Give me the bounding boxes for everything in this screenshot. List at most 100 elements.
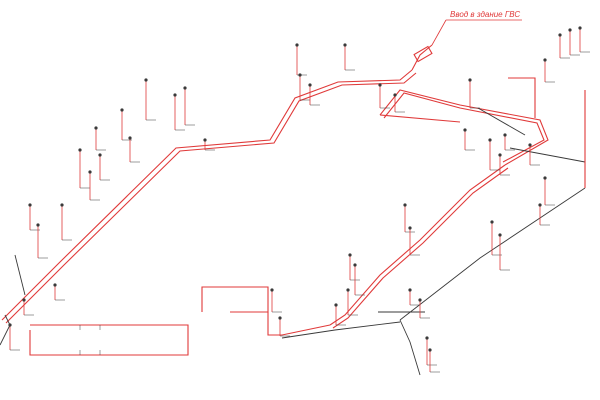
fixture-tap-icon bbox=[120, 108, 124, 112]
lower-trunk-pipe bbox=[329, 164, 509, 329]
fixture-riser bbox=[425, 336, 437, 366]
fixture-riser bbox=[98, 153, 110, 181]
fixture-tap-icon bbox=[144, 78, 148, 82]
fixture-riser bbox=[270, 288, 282, 313]
fixture-tap-icon bbox=[393, 93, 397, 97]
fixture-tap-icon bbox=[578, 26, 582, 30]
middle-loop-line bbox=[201, 286, 269, 313]
right-branch-inner bbox=[383, 92, 545, 163]
fixture-tap-icon bbox=[468, 78, 472, 82]
fixture-riser bbox=[543, 58, 555, 83]
fixture-riser bbox=[278, 316, 290, 337]
fixture-risers bbox=[8, 26, 590, 373]
fixture-riser bbox=[538, 203, 550, 226]
fixture-riser bbox=[393, 93, 405, 113]
fixture-tap-icon bbox=[543, 176, 547, 180]
fixture-tap-icon bbox=[60, 203, 64, 207]
fixture-tap-icon bbox=[353, 263, 357, 267]
fixture-riser bbox=[498, 153, 510, 176]
right-branch-outer bbox=[379, 89, 549, 166]
fixture-tap-icon bbox=[568, 28, 572, 32]
lower-trunk-inner bbox=[332, 167, 509, 329]
fixture-tap-icon bbox=[78, 148, 82, 152]
fixture-tap-icon bbox=[53, 283, 57, 287]
fixture-tap-icon bbox=[408, 226, 412, 230]
lower-connector-dark bbox=[281, 321, 401, 339]
fixture-riser bbox=[78, 148, 90, 189]
fixture-tap-icon bbox=[270, 288, 274, 292]
fixture-tap-icon bbox=[490, 220, 494, 224]
fixture-tap-icon bbox=[498, 153, 502, 157]
fixture-riser bbox=[22, 298, 34, 316]
fixture-tap-icon bbox=[558, 33, 562, 37]
fixture-riser bbox=[543, 176, 555, 206]
top-right-loop-line bbox=[508, 77, 536, 118]
fixture-tap-icon bbox=[183, 86, 187, 90]
fixture-riser bbox=[568, 28, 580, 56]
fixture-tap-icon bbox=[98, 153, 102, 157]
fixture-tap-icon bbox=[334, 303, 338, 307]
entry-meter bbox=[413, 45, 433, 63]
fixture-tap-icon bbox=[503, 133, 507, 137]
return-line-5 bbox=[509, 147, 586, 163]
fixture-tap-icon bbox=[94, 126, 98, 130]
bottom-left-loop bbox=[29, 324, 189, 356]
fixture-riser bbox=[343, 43, 355, 71]
fixture-riser bbox=[463, 128, 475, 151]
fixture-riser bbox=[173, 93, 185, 131]
fixture-tap-icon bbox=[403, 203, 407, 207]
fixture-tap-icon bbox=[343, 43, 347, 47]
fixture-riser bbox=[308, 83, 320, 106]
entry-riser-line bbox=[411, 44, 433, 71]
right-trunk-branch bbox=[379, 89, 549, 166]
fixture-riser bbox=[353, 263, 365, 296]
middle-loop bbox=[201, 286, 269, 313]
fixture-riser bbox=[498, 233, 510, 271]
fixture-tap-icon bbox=[295, 43, 299, 47]
fixture-tap-icon bbox=[543, 58, 547, 62]
callout-leader-line bbox=[431, 19, 447, 46]
fixture-riser bbox=[403, 203, 415, 233]
fixture-riser bbox=[8, 323, 20, 351]
fixture-tap-icon bbox=[538, 203, 542, 207]
fixture-riser bbox=[503, 133, 515, 151]
fixture-riser bbox=[183, 86, 195, 126]
trunk-line-outer bbox=[1, 69, 413, 321]
top-right-loop bbox=[508, 77, 536, 118]
fixture-riser bbox=[295, 43, 307, 76]
return-line-3 bbox=[399, 187, 586, 321]
fixture-tap-icon bbox=[298, 73, 302, 77]
fixture-riser bbox=[428, 348, 440, 373]
fixture-riser bbox=[408, 288, 420, 306]
return-line-4 bbox=[477, 107, 526, 136]
fixture-tap-icon bbox=[308, 83, 312, 87]
bottom-loop-line bbox=[29, 324, 189, 356]
fixture-riser bbox=[528, 143, 540, 166]
fixture-riser bbox=[88, 170, 100, 201]
fixture-tap-icon bbox=[348, 253, 352, 257]
return-lines bbox=[0, 107, 586, 376]
entry-callout: Ввод в здание ГВС bbox=[431, 10, 522, 46]
fixture-riser bbox=[334, 303, 346, 326]
fixture-riser bbox=[408, 226, 420, 256]
fixture-tap-icon bbox=[36, 223, 40, 227]
fixture-riser bbox=[36, 223, 48, 259]
return-line-7 bbox=[0, 314, 11, 346]
fixture-riser bbox=[418, 298, 430, 319]
fixture-riser bbox=[488, 138, 500, 171]
fixture-riser bbox=[468, 78, 480, 109]
fixture-tap-icon bbox=[528, 143, 532, 147]
fixture-riser bbox=[298, 73, 310, 101]
fixture-tap-icon bbox=[418, 298, 422, 302]
lower-trunk-outer bbox=[329, 164, 506, 326]
fixture-riser bbox=[128, 136, 140, 163]
lower-connector bbox=[267, 312, 401, 339]
fixture-tap-icon bbox=[88, 170, 92, 174]
fixture-tap-icon bbox=[378, 83, 382, 87]
fixture-tap-icon bbox=[463, 128, 467, 132]
callout-label: Ввод в здание ГВС bbox=[450, 10, 520, 19]
fixture-tap-icon bbox=[425, 336, 429, 340]
fixture-riser bbox=[378, 83, 390, 109]
fixture-riser bbox=[53, 283, 65, 301]
